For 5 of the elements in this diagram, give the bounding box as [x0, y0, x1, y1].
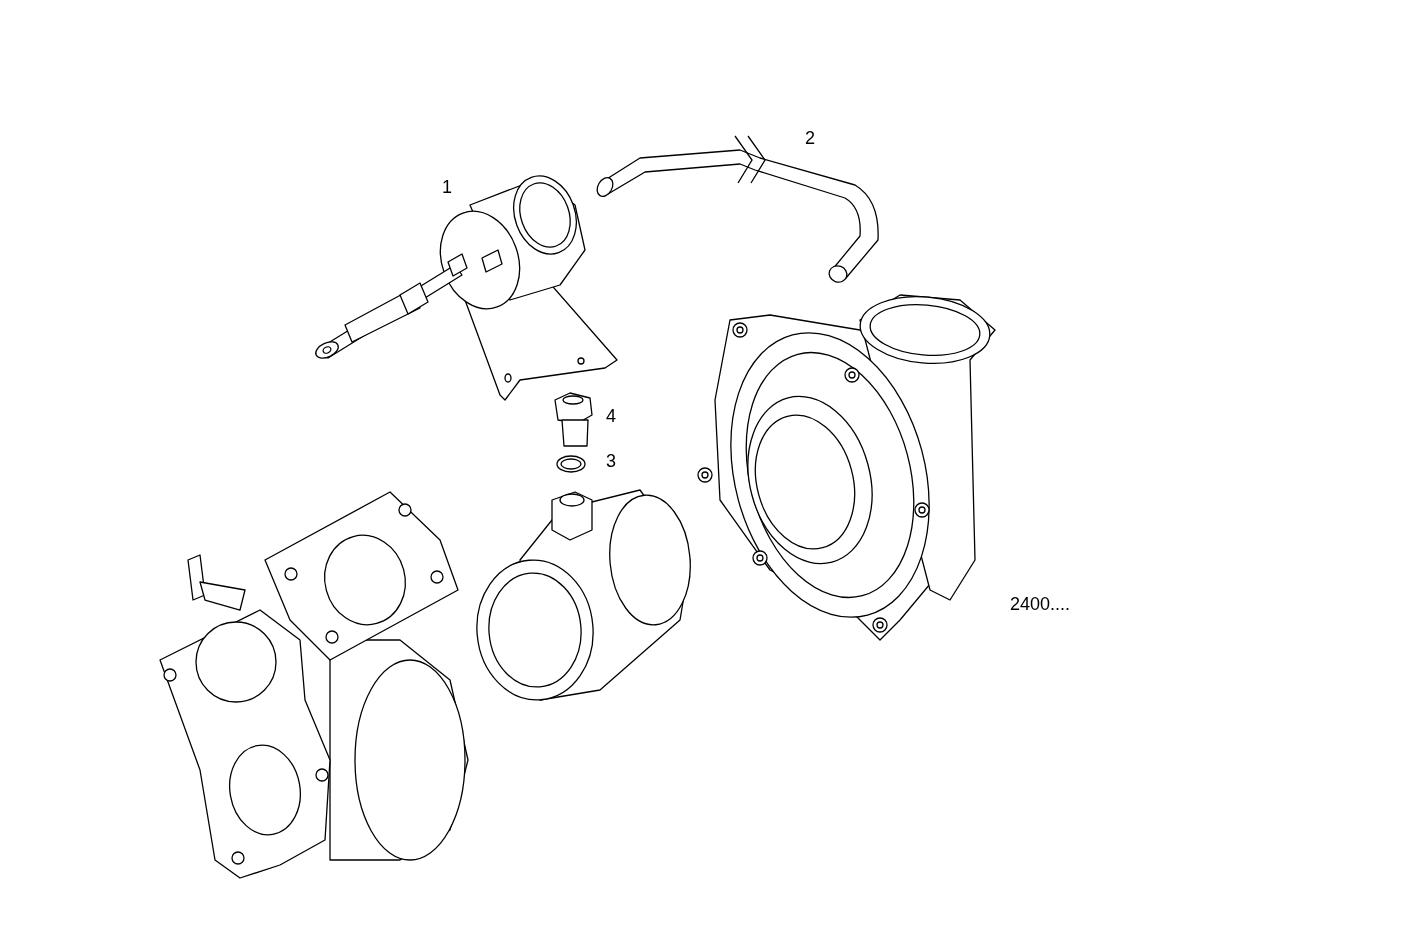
callout-number: 4	[606, 406, 616, 426]
callout-number: 2	[805, 128, 815, 148]
callout-number: 1	[442, 177, 452, 197]
callout-number: 3	[606, 451, 616, 471]
drawing-number: 2400....	[1010, 594, 1071, 614]
